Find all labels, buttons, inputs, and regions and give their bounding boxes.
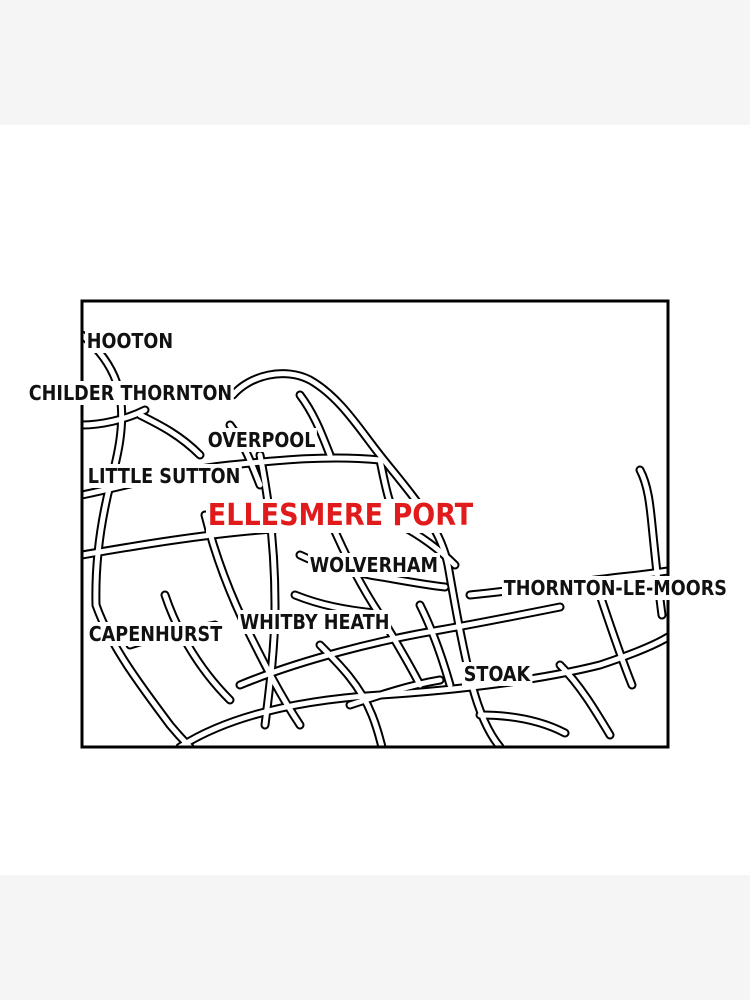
place-label-capenhurst: CAPENHURST (87, 622, 224, 646)
map-title: ELLESMERE PORT (206, 498, 476, 533)
place-label-wolverham: WOLVERHAM (308, 553, 440, 577)
road-map (80, 299, 670, 749)
place-label-whitby-heath: WHITBY HEATH (238, 610, 392, 634)
map-artboard: HOOTON CHILDER THORNTON OVERPOOL LITTLE … (0, 125, 750, 875)
place-label-overpool: OVERPOOL (206, 428, 318, 452)
place-label-hooton: HOOTON (85, 329, 175, 353)
place-label-stoak: STOAK (462, 662, 532, 686)
place-label-little-sutton: LITTLE SUTTON (86, 464, 243, 488)
place-label-thornton-le-moors: THORNTON-LE-MOORS (502, 576, 729, 600)
place-label-childer-thornton: CHILDER THORNTON (27, 381, 234, 405)
map-frame (80, 299, 670, 749)
